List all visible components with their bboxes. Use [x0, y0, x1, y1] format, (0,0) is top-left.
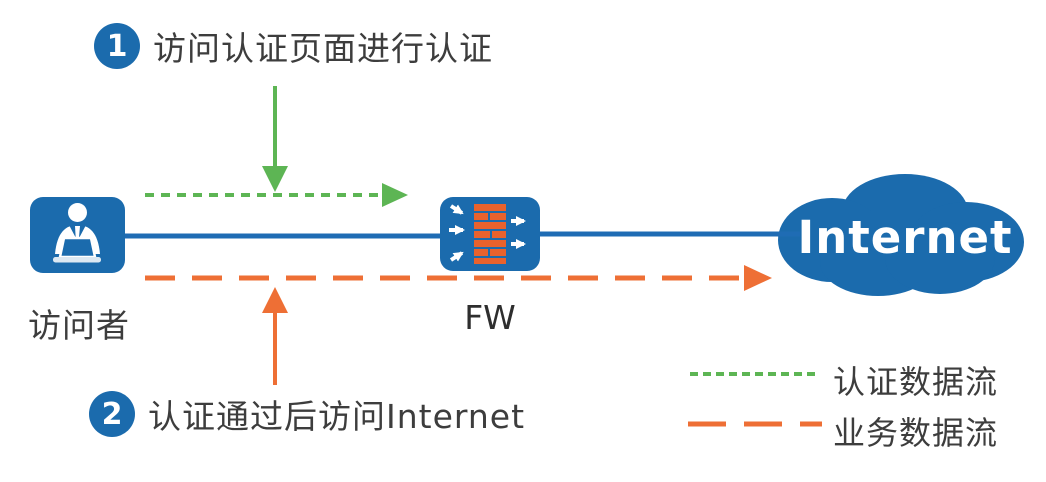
step-1-badge: 1	[94, 23, 140, 69]
firewall-icon	[440, 197, 540, 271]
legend-service-flow-label: 业务数据流	[833, 414, 999, 452]
service-step-pointer-arrow	[262, 287, 288, 385]
step-2-annotation: 2 认证通过后访问Internet	[89, 390, 525, 438]
internet-label: Internet	[797, 211, 1013, 264]
step-2-badge: 2	[89, 391, 135, 437]
step-1-label: 访问认证页面进行认证	[153, 29, 493, 68]
firewall-label: FW	[464, 298, 516, 337]
auth-step-pointer-arrow	[262, 86, 288, 192]
visitor-label: 访问者	[28, 306, 130, 345]
step-2-label: 认证通过后访问Internet	[148, 397, 526, 436]
auth-flow-arrow	[145, 183, 408, 207]
visitor-icon	[30, 197, 125, 273]
service-flow-arrow	[145, 265, 772, 291]
step-1-annotation: 1 访问认证页面进行认证	[94, 22, 493, 70]
internet-cloud-icon	[778, 174, 1024, 296]
legend-auth-flow-label: 认证数据流	[833, 363, 999, 401]
